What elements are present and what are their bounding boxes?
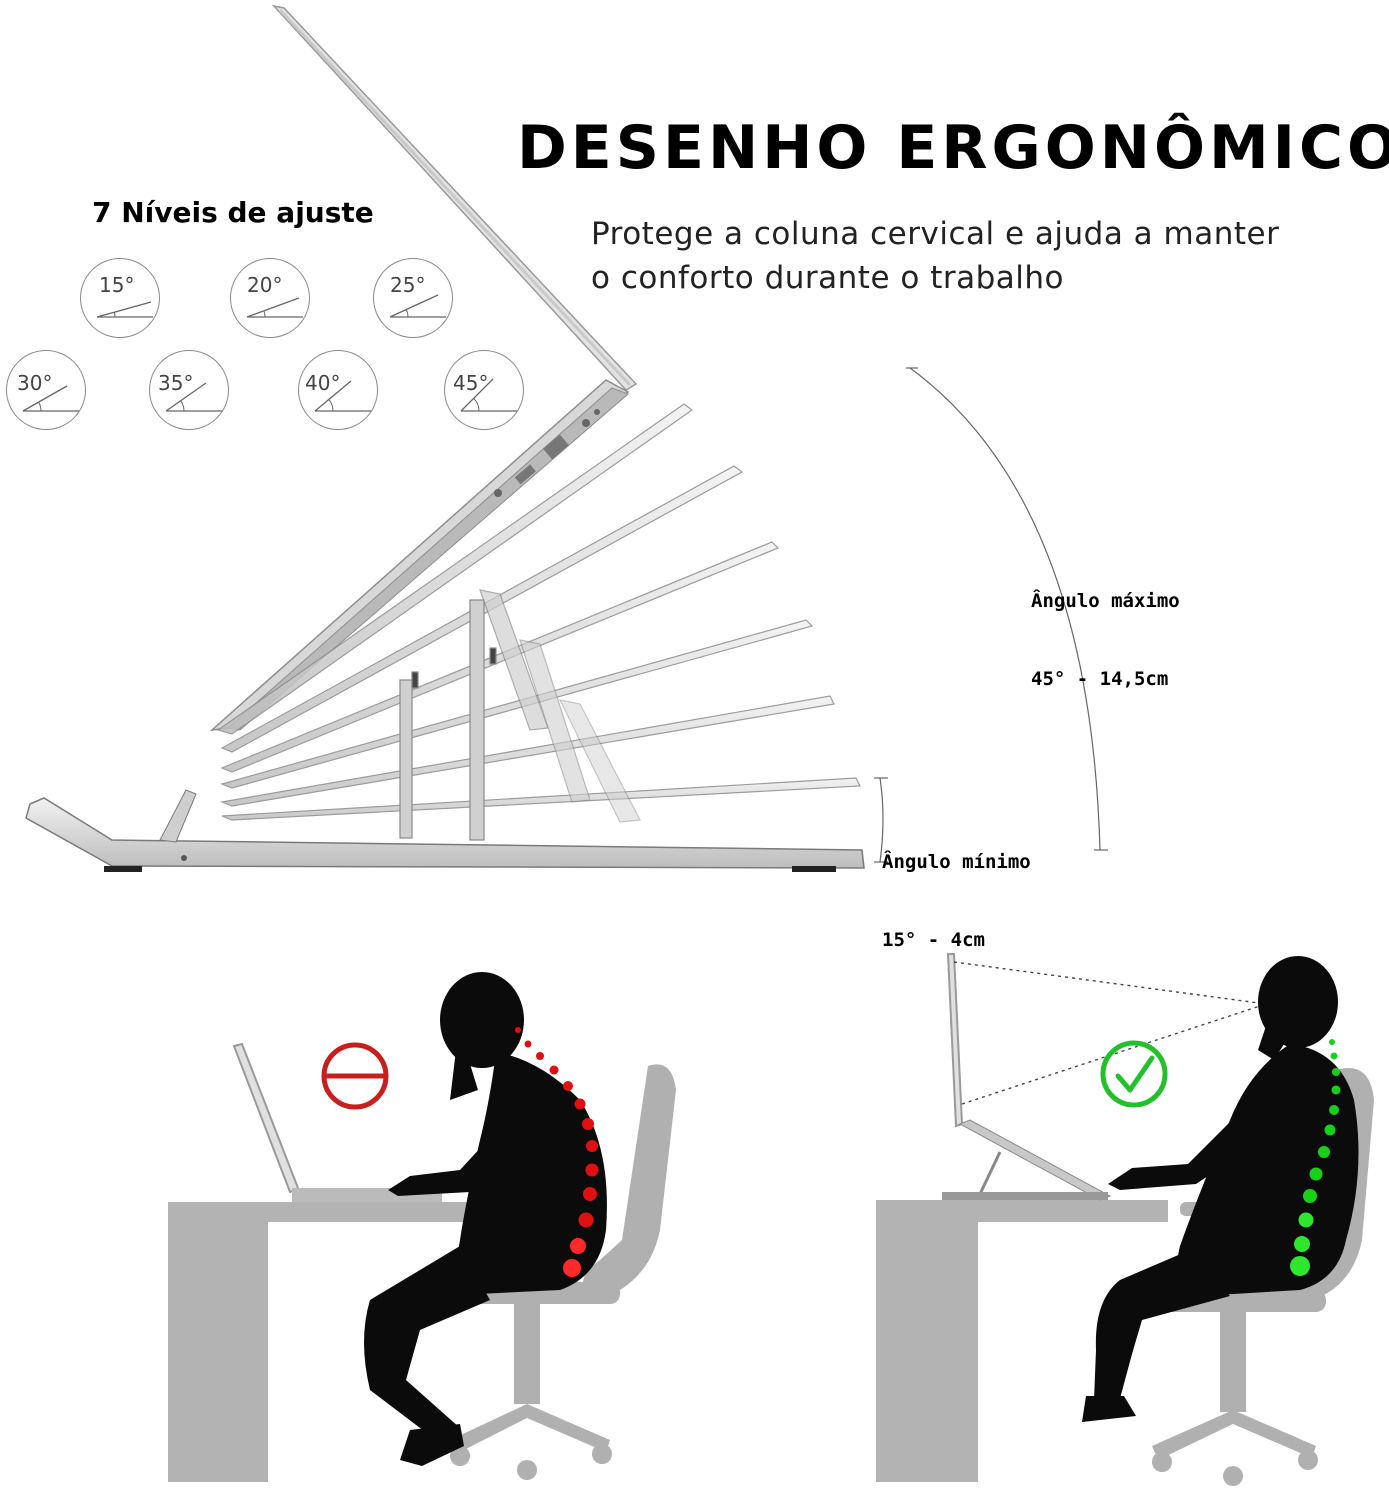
angle-icon (165, 382, 222, 412)
max-angle-measurement: Ângulo máximo 45° - 14,5cm (1031, 536, 1180, 718)
angle-badge-20: 20° (230, 258, 310, 338)
laptop-lid (271, 4, 638, 391)
bad-posture-scene (168, 972, 676, 1482)
angle-badge-45: 45° (444, 350, 524, 430)
page-subtitle: Protege a coluna cervical e ajuda a mant… (591, 212, 1371, 300)
angle-label: 30° (17, 371, 53, 395)
laptop-stand-illustration (25, 4, 1108, 872)
angle-label: 25° (390, 273, 426, 297)
angle-icon (96, 301, 153, 318)
angle-badge-25: 25° (373, 258, 453, 338)
subtitle-line-2: o conforto durante o trabalho (591, 260, 1064, 296)
max-angle-value: 45° - 14,5cm (1031, 668, 1169, 690)
laptop-base (209, 379, 630, 732)
min-angle-value: 15° - 4cm (882, 929, 985, 951)
levels-title: 7 Níveis de ajuste (92, 196, 374, 229)
angle-label: 20° (247, 273, 283, 297)
desk (876, 1200, 1168, 1482)
no-entry-icon (321, 1042, 389, 1110)
sight-lines (953, 961, 1267, 1105)
angle-badge-15: 15° (80, 258, 160, 338)
min-angle-label: Ângulo mínimo (882, 851, 1031, 873)
laptop-on-stand (942, 953, 1112, 1201)
angle-badge-40: 40° (298, 350, 378, 430)
spine-dots (1290, 1039, 1341, 1276)
spine-dots (515, 1027, 599, 1277)
checkmark-icon (1100, 1040, 1168, 1108)
angle-badge-30: 30° (6, 350, 86, 430)
person-silhouette (1082, 956, 1359, 1422)
desk (168, 1202, 468, 1482)
max-angle-label: Ângulo máximo (1031, 590, 1180, 612)
angle-icon (460, 378, 517, 412)
subtitle-line-1: Protege a coluna cervical e ajuda a mant… (591, 216, 1280, 252)
stand-base (25, 789, 865, 872)
angle-label: 35° (158, 371, 194, 395)
angle-label: 15° (99, 273, 135, 297)
angle-label: 45° (453, 371, 489, 395)
angle-label: 40° (305, 371, 341, 395)
height-arc (874, 367, 1108, 863)
person-silhouette (364, 972, 607, 1466)
stand-legs (399, 589, 641, 841)
angle-icon (314, 380, 371, 412)
good-posture-scene (876, 953, 1374, 1486)
angle-icon (246, 297, 303, 318)
angle-badge-35: 35° (149, 350, 229, 430)
laptop (232, 1042, 442, 1202)
angle-icon (22, 385, 79, 412)
page-title: DESENHO ERGONÔMICO (517, 113, 1389, 183)
min-angle-measurement: Ângulo mínimo 15° - 4cm (882, 797, 1031, 979)
angle-icon (389, 294, 446, 318)
